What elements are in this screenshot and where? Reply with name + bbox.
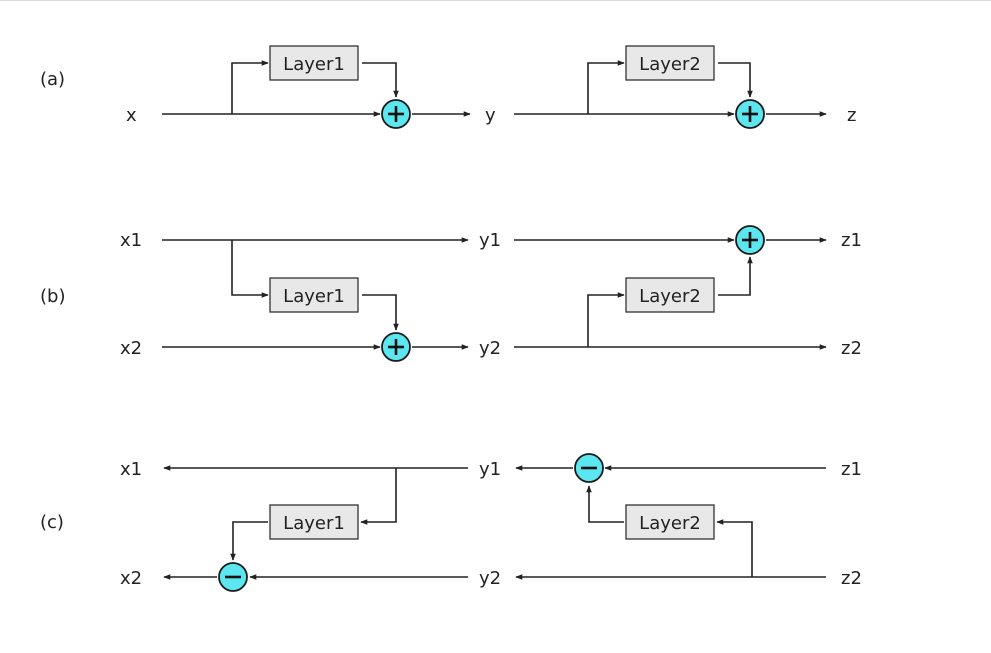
plus-circle-icon xyxy=(381,332,411,362)
panel-c: (c) x1 x2 Layer1 y1 y2 Layer2 z1 z2 xyxy=(40,453,862,592)
panel-label-b: (b) xyxy=(40,286,65,307)
wire-x-to-layer1 xyxy=(231,60,269,114)
plus-circle-icon xyxy=(735,225,765,255)
input-y2: y2 xyxy=(479,568,501,589)
top-divider xyxy=(0,0,991,1)
plus-circle-icon xyxy=(735,99,765,129)
layer2-label-a: Layer2 xyxy=(639,54,701,75)
layer2-box-c xyxy=(625,504,715,540)
input-x2: x2 xyxy=(120,338,142,359)
wire-layer1-to-add xyxy=(362,62,399,98)
output-z: z xyxy=(847,105,856,126)
layer1-box-a xyxy=(269,45,359,81)
input-z2: z2 xyxy=(841,568,862,589)
input-z1: z1 xyxy=(841,459,862,480)
layer1-label-a: Layer1 xyxy=(283,54,345,75)
layer1-label-b: Layer1 xyxy=(283,286,345,307)
wire-y2-to-layer2 xyxy=(587,292,625,347)
layer2-label-b: Layer2 xyxy=(639,286,701,307)
output-y: y xyxy=(485,105,496,126)
layer2-box-b xyxy=(625,277,715,313)
output-z2: z2 xyxy=(841,338,862,359)
input-x: x xyxy=(126,105,137,126)
layer2-label-c: Layer2 xyxy=(639,513,701,534)
wire-layer1-to-sub xyxy=(230,521,268,561)
output-y1: y1 xyxy=(479,230,501,251)
wire-z2-to-layer2 xyxy=(716,519,753,577)
input-y1: y1 xyxy=(479,459,501,480)
plus-circle-icon xyxy=(381,99,411,129)
output-x2: x2 xyxy=(120,568,142,589)
layer1-label-c: Layer1 xyxy=(283,513,345,534)
output-z1: z1 xyxy=(841,230,862,251)
input-x1: x1 xyxy=(120,230,142,251)
wire-layer2-to-add xyxy=(718,62,753,98)
minus-circle-icon xyxy=(574,453,604,483)
wire-x1-to-layer1 xyxy=(231,240,269,298)
output-y2: y2 xyxy=(479,338,501,359)
panel-b: (b) x1 x2 Layer1 y1 y2 Layer2 z1 z xyxy=(40,225,862,362)
wire-layer1-to-add-b xyxy=(362,294,399,331)
minus-circle-icon xyxy=(218,562,248,592)
panel-a: (a) x Layer1 y y Layer2 z xyxy=(40,45,856,129)
wire-y1-to-layer1 xyxy=(360,468,397,525)
wire-y-to-layer2 xyxy=(587,60,625,114)
output-x1: x1 xyxy=(120,459,142,480)
wire-layer2-to-sub xyxy=(586,485,624,523)
layer1-box-b xyxy=(269,277,359,313)
panel-label-a: (a) xyxy=(40,69,65,90)
panel-label-c: (c) xyxy=(40,512,64,533)
layer2-box-a xyxy=(625,45,715,81)
wire-layer2-to-add-b xyxy=(718,256,753,296)
layer1-box-c xyxy=(269,504,359,540)
